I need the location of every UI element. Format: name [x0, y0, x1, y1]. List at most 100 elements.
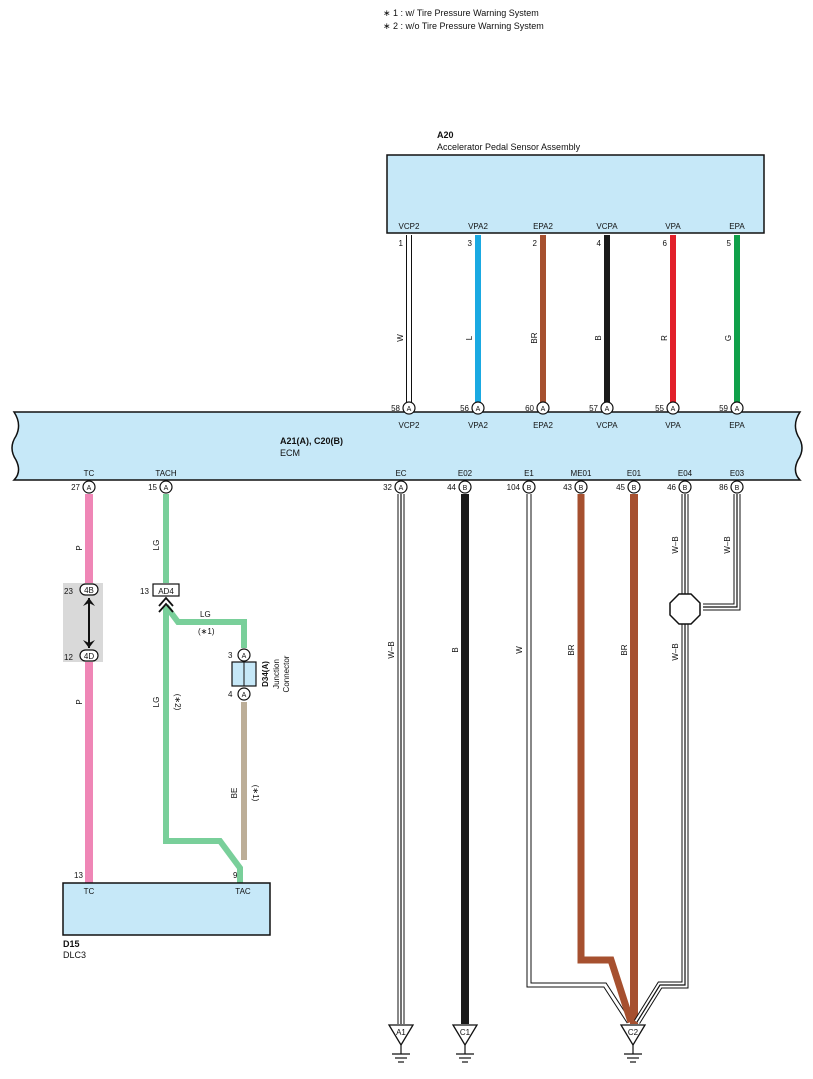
d34-pin3-marker	[237, 648, 251, 662]
ecm-pin-vcpa-name: VCPA	[596, 421, 618, 430]
ecm-pin-tach-number: 15	[148, 483, 157, 492]
ecm-pin-vpa-conn: A	[671, 406, 676, 413]
dlc3-pin-tc-number: 13	[74, 871, 83, 880]
tc-connector-arrow-down	[83, 640, 95, 648]
ad4-pin: 13	[140, 587, 149, 596]
ecm-code: A21(A), C20(B)	[280, 436, 343, 446]
tc-conn-4b-pin: 23	[64, 587, 73, 596]
ecm-pin-e03-conn: B	[735, 485, 740, 492]
dlc3-pin-tc-name: TC	[84, 887, 95, 896]
e04-wire-color: W–B	[671, 536, 680, 553]
ecm-pin-e1-number: 104	[507, 483, 521, 492]
ecm-pin-tc-number: 27	[71, 483, 80, 492]
ecm-pin-ec-marker	[394, 480, 408, 494]
ecm-pin-e04-conn: B	[683, 485, 688, 492]
ecm-pin-epa2-conn: A	[541, 406, 546, 413]
ground-a1: A1	[387, 1024, 415, 1063]
ecm-pin-tach-conn: A	[164, 485, 169, 492]
a20-name: Accelerator Pedal Sensor Assembly	[437, 142, 581, 152]
ecm-pin-vpa2-conn: A	[476, 406, 481, 413]
a20-pin-epa2-number: 2	[533, 239, 538, 248]
ecm-pin-epa-name: EPA	[729, 421, 745, 430]
route2-wire-color: LG	[152, 697, 161, 708]
a20-sensor-box	[386, 154, 765, 234]
splice-octagon	[669, 593, 701, 625]
route1-note: (∗1)	[198, 627, 215, 636]
ecm-pin-e01-number: 45	[616, 483, 625, 492]
ecm-pin-e03-number: 86	[719, 483, 728, 492]
ecm-pin-me01-number: 43	[563, 483, 572, 492]
tc-lower-wire-color: P	[75, 699, 84, 704]
ad4-chevrons	[158, 596, 174, 613]
ecm-pin-e04-number: 46	[667, 483, 676, 492]
e1-wire-color: W	[515, 646, 524, 654]
tach-wire-color: LG	[152, 540, 161, 551]
a20-pin-vpa2-number: 3	[468, 239, 473, 248]
tc-upper-wire-color: P	[75, 545, 84, 550]
a20-pin-vcp2-name: VCP2	[399, 222, 420, 231]
ecm-pin-vcpa-number: 57	[589, 404, 598, 413]
ecm-pin-vcp2-number: 58	[391, 404, 400, 413]
d34-code: D34(A)	[261, 661, 270, 687]
ecm-bottom-pins: TCA27TACHA15ECA32E02B44E1B104ME01B43E01B…	[71, 469, 745, 494]
a20-pin-vcp2-number: 1	[399, 239, 404, 248]
d34-pin3-conn: A	[242, 653, 247, 660]
a20-code: A20	[437, 130, 454, 140]
me01-wire-color: BR	[567, 644, 576, 655]
legend-note-1: ∗ 1 : w/ Tire Pressure Warning System	[383, 8, 539, 18]
a20-pin-vcpa-number: 4	[597, 239, 602, 248]
d34-name-2: Connector	[282, 655, 291, 692]
wire-vpa2-color: L	[465, 335, 474, 340]
be-wire-color: BE	[230, 788, 239, 799]
e03-wire-color: W–B	[723, 536, 732, 553]
ground-a1-label: A1	[396, 1028, 406, 1037]
ecm-pin-tc-conn: A	[87, 485, 92, 492]
ad4-connector	[152, 583, 180, 597]
ecm-pin-vpa2-number: 56	[460, 404, 469, 413]
a20-pin-epa-number: 5	[727, 239, 732, 248]
ecm-pin-e02-name: E02	[458, 469, 473, 478]
route1-wire-color: LG	[200, 610, 211, 619]
ecm-pin-e02-marker	[458, 480, 472, 494]
ecm-pin-epa2-marker	[536, 401, 550, 415]
be-wire-note: (∗1)	[251, 785, 260, 802]
d34-pin4: 4	[228, 690, 233, 699]
ecm-pin-e04-name: E04	[678, 469, 693, 478]
wire-vcp2-color: W	[396, 334, 405, 342]
ecm-pin-tach-marker	[159, 480, 173, 494]
ground-wires	[397, 494, 741, 1024]
a20-pin-vcpa-name: VCPA	[596, 222, 618, 231]
ecm-pin-vpa-number: 55	[655, 404, 664, 413]
d34-pin4-conn: A	[242, 692, 247, 699]
tc-conn-4b	[79, 583, 99, 596]
ground-c2-label: C2	[628, 1028, 639, 1037]
ecm-pin-vcpa-marker	[600, 401, 614, 415]
ecm-pin-e02-number: 44	[447, 483, 456, 492]
legend-note-2: ∗ 2 : w/o Tire Pressure Warning System	[383, 21, 544, 31]
d34-pin4-marker	[237, 687, 251, 701]
tc-conn-4d	[79, 649, 99, 662]
ecm-pin-e01-conn: B	[632, 485, 637, 492]
tc-conn-4b-label: 4B	[84, 586, 94, 595]
ecm-pin-vcp2-conn: A	[407, 406, 412, 413]
ecm-pin-epa2-number: 60	[525, 404, 534, 413]
wire-vpa-color: R	[660, 335, 669, 341]
ecm-pin-vpa2-name: VPA2	[468, 421, 488, 430]
tach-route-star1	[163, 604, 247, 648]
d34-name-1: Junction	[272, 659, 281, 689]
route2-note: (∗2)	[173, 694, 182, 711]
wire-epa2-color: BR	[530, 332, 539, 343]
sensor-wires: VCP21WA58VCP2VPA23LA56VPA2EPA22BRA60EPA2…	[391, 222, 745, 430]
ecm-pin-e1-conn: B	[527, 485, 532, 492]
ecm-pin-vcp2-name: VCP2	[399, 421, 420, 430]
ground-c1: C1	[451, 1024, 479, 1063]
ecm-pin-e01-name: E01	[627, 469, 642, 478]
ecm-pin-vcpa-conn: A	[605, 406, 610, 413]
ecm-pin-tc-marker	[82, 480, 96, 494]
ecm-pin-e04-marker	[678, 480, 692, 494]
ecm-pin-e01-marker	[627, 480, 641, 494]
wire-epa-color: G	[724, 335, 733, 341]
dlc3-name: DLC3	[63, 950, 86, 960]
dlc3-code: D15	[63, 939, 80, 949]
